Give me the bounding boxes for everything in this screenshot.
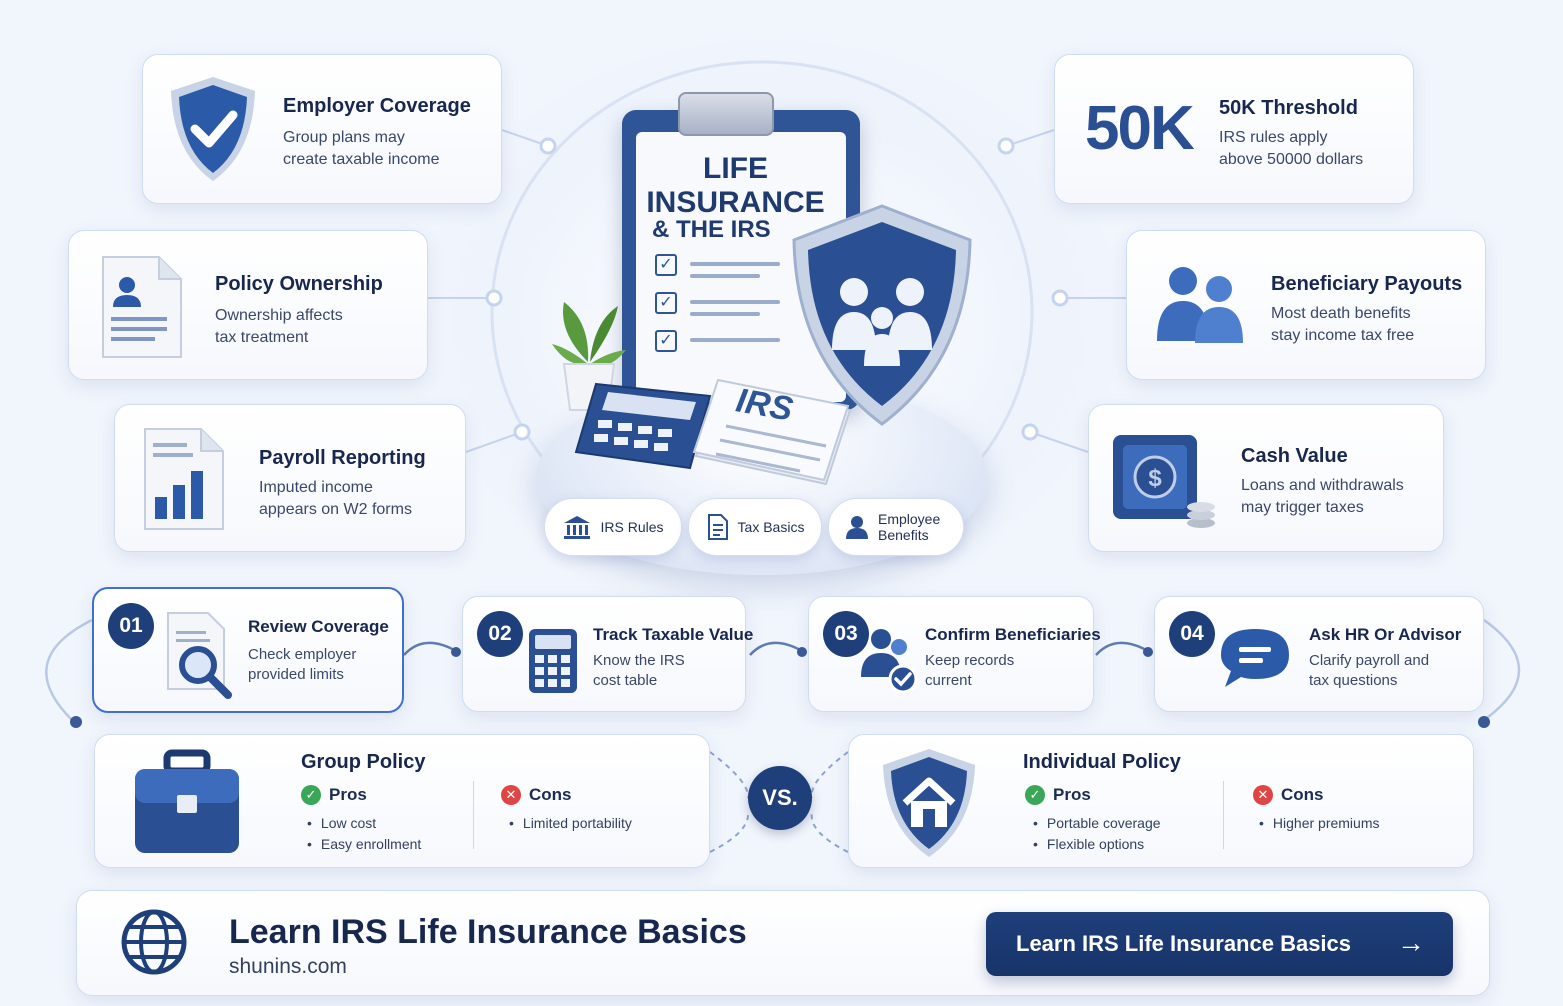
step-title: Ask HR Or Advisor	[1309, 625, 1462, 644]
step-number: 04	[1169, 611, 1215, 657]
pill-label: Employee Benefits	[878, 511, 941, 543]
chat-bubble-icon	[1221, 629, 1289, 687]
people-check-icon	[861, 629, 918, 694]
x-circle-icon: ✕	[501, 785, 521, 805]
globe-icon	[121, 909, 187, 975]
card-title: Cash Value	[1241, 445, 1348, 467]
check-line	[690, 338, 780, 342]
calculator-icon	[529, 629, 577, 693]
shield-check-icon	[171, 77, 255, 181]
pill-irs-rules[interactable]: IRS Rules	[544, 498, 682, 556]
bank-icon	[564, 516, 591, 539]
checkbox-icon: ✓	[655, 330, 677, 352]
card-title: Payroll Reporting	[259, 447, 426, 469]
profile-document-icon	[102, 256, 182, 358]
pill-label: Tax Basics	[737, 519, 805, 535]
center-subtitle: & THE IRS	[652, 216, 771, 243]
pill-label: IRS Rules	[600, 519, 664, 535]
card-title: 50K Threshold	[1219, 97, 1358, 119]
step-ask-hr-or-advisor[interactable]: 04 Ask HR Or Advisor Clarify payroll and…	[1154, 596, 1484, 712]
people-icon	[1157, 267, 1243, 343]
pill-employee-benefits[interactable]: Employee Benefits	[828, 498, 964, 556]
step-title: Confirm Beneficiaries	[925, 625, 1101, 644]
check-line	[690, 312, 760, 316]
safe-icon: $	[1113, 435, 1215, 528]
svg-text:$: $	[1148, 465, 1162, 492]
step-number: 03	[823, 611, 869, 657]
x-circle-icon: ✕	[1253, 785, 1273, 805]
briefcase-icon	[135, 749, 239, 853]
card-title: Policy Ownership	[215, 273, 383, 295]
checkbox-icon: ✓	[655, 254, 677, 276]
group-pros-header: ✓ Pros	[301, 785, 367, 805]
person-icon	[846, 516, 868, 539]
arrow-right-icon: →	[1397, 927, 1425, 958]
cta-label: Learn IRS Life Insurance Basics	[1016, 931, 1352, 956]
check-line	[690, 274, 760, 278]
pill-tax-basics[interactable]: Tax Basics	[688, 498, 822, 556]
group-pros-list: Low cost Easy enrollment	[307, 813, 421, 855]
check-circle-icon: ✓	[301, 785, 321, 805]
step-title: Review Coverage	[248, 617, 389, 636]
divider	[473, 781, 474, 849]
clipboard-clip	[678, 92, 774, 136]
individual-pros-header: ✓ Pros	[1025, 785, 1091, 805]
individual-pros-list: Portable coverage Flexible options	[1033, 813, 1161, 855]
footer-title: Learn IRS Life Insurance Basics	[229, 913, 747, 951]
irs-documents-icon	[692, 378, 852, 486]
magnifier-document-icon	[167, 612, 232, 699]
vs-badge: VS.	[748, 766, 812, 830]
check-line	[690, 262, 780, 266]
group-cons-header: ✕ Cons	[501, 785, 572, 805]
group-policy-card: Group Policy ✓ Pros Low cost Easy enroll…	[94, 734, 710, 868]
checkbox-icon: ✓	[655, 292, 677, 314]
check-circle-icon: ✓	[1025, 785, 1045, 805]
card-title: Beneficiary Payouts	[1271, 273, 1463, 295]
center-title: LIFE INSURANCE	[646, 152, 825, 219]
individual-policy-card: Individual Policy ✓ Pros Portable covera…	[848, 734, 1474, 868]
house-shield-icon	[883, 749, 975, 857]
bar-chart-document-icon	[144, 428, 224, 530]
footer-url[interactable]: shunins.com	[229, 955, 347, 978]
group-policy-title: Group Policy	[301, 751, 426, 773]
threshold-big-number: 50K	[1085, 94, 1195, 163]
step-number: 02	[477, 611, 523, 657]
individual-cons-header: ✕ Cons	[1253, 785, 1324, 805]
document-icon	[707, 514, 728, 540]
calculator-icon	[574, 382, 712, 470]
individual-cons-list: Higher premiums	[1259, 813, 1380, 834]
divider	[1223, 781, 1224, 849]
group-cons-list: Limited portability	[509, 813, 632, 834]
check-line	[690, 300, 780, 304]
family-shield-icon	[792, 204, 972, 426]
learn-basics-button[interactable]: Learn IRS Life Insurance Basics →	[986, 912, 1453, 976]
step-number: 01	[108, 603, 154, 649]
card-title: Employer Coverage	[283, 95, 471, 117]
step-title: Track Taxable Value	[593, 625, 754, 644]
individual-policy-title: Individual Policy	[1023, 751, 1181, 773]
